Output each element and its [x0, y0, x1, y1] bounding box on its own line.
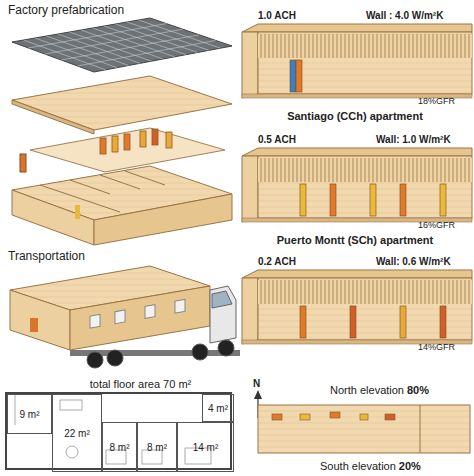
text-label: 20%: [399, 460, 421, 472]
text-label: Wall : 4.0 W/m²K: [366, 10, 443, 21]
room-box: 9 m²: [7, 394, 52, 434]
floor-plan: total floor area 70 m²9 m²22 m²8 m²8 m²1…: [5, 392, 232, 470]
plan-heading: total floor area 70 m²: [90, 378, 192, 390]
room-box: 8 m²: [102, 422, 137, 472]
text-label: 1.0 ACH: [258, 10, 296, 21]
text-label: Wall: 1.0 W/m²K: [376, 134, 451, 145]
text-label: Transportation: [8, 250, 85, 263]
text-label: Puerto Montt (SCh) apartment: [277, 234, 433, 246]
text-label: South elevation: [320, 460, 396, 472]
room-area: 14 m²: [193, 442, 219, 453]
text-label: 16%GFR: [418, 221, 455, 231]
text-label: 18%GFR: [418, 97, 455, 107]
text-label: Factory prefabrication: [8, 4, 124, 17]
room-box: 14 m²: [177, 422, 234, 472]
text-label: 14%GFR: [418, 343, 455, 353]
room-area: 9 m²: [20, 409, 40, 420]
text-label: North elevation: [330, 384, 404, 396]
text-label: 0.2 ACH: [258, 256, 296, 267]
room-box: 22 m²: [52, 394, 102, 472]
room-area: 8 m²: [110, 442, 130, 453]
text-label: 0.5 ACH: [258, 134, 296, 145]
text-label: 80%: [407, 384, 429, 396]
room-box: 4 m²: [202, 394, 234, 422]
text-label: Santiago (CCh) apartment: [287, 110, 423, 122]
room-area: 8 m²: [147, 442, 167, 453]
room-area: 4 m²: [208, 403, 228, 414]
room-area: 22 m²: [64, 428, 90, 439]
text-label: N: [253, 378, 260, 389]
room-box: 8 m²: [137, 422, 177, 472]
text-label: Wall: 0.6 W/m²K: [376, 256, 451, 267]
